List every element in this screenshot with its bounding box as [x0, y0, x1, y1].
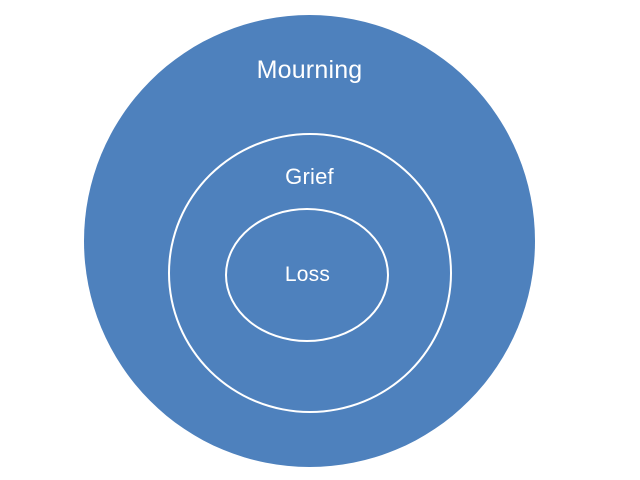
circle-loss	[225, 208, 389, 342]
label-loss: Loss	[284, 263, 331, 286]
label-grief: Grief	[285, 164, 334, 189]
circle-grief	[168, 133, 452, 413]
label-mourning: Mourning	[256, 56, 363, 84]
